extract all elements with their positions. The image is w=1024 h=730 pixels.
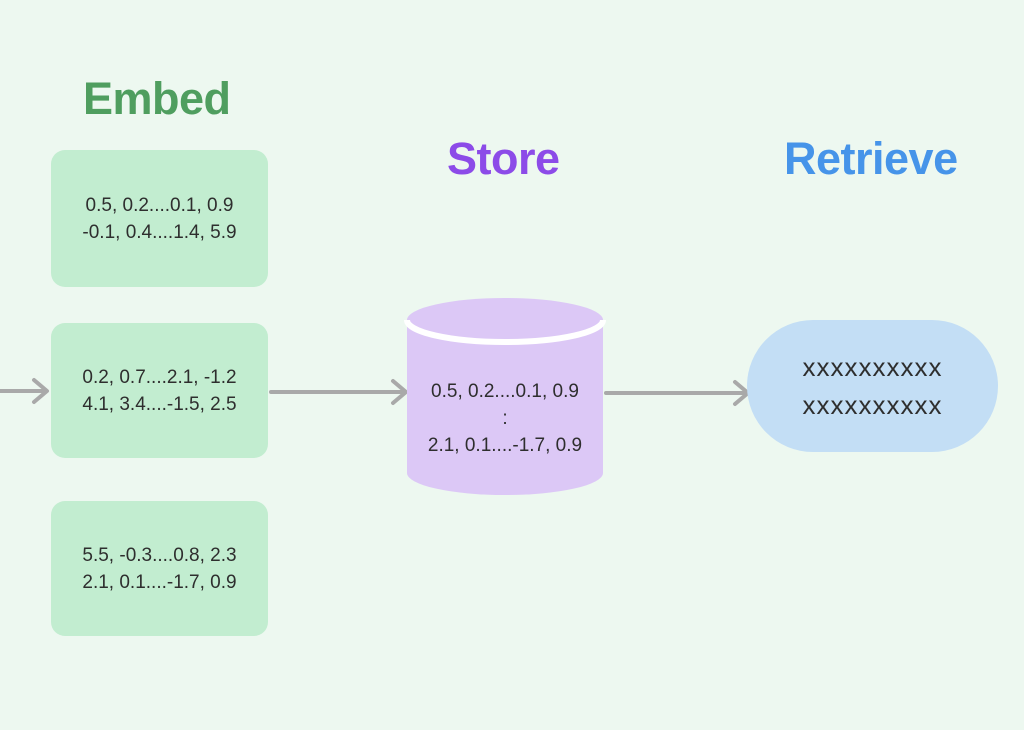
database-contents: 0.5, 0.2....0.1, 0.9 : 2.1, 0.1....-1.7,… — [407, 378, 603, 459]
vector-text-line: 0.5, 0.2....0.1, 0.9 — [431, 381, 579, 402]
ellipsis-line: : — [502, 408, 508, 429]
embed-heading: Embed — [83, 73, 231, 124]
arrow-input-icon — [0, 378, 49, 404]
retrieve-heading: Retrieve — [784, 133, 958, 184]
result-text-line: xxxxxxxxxx — [802, 390, 943, 420]
store-heading: Store — [447, 133, 560, 184]
vector-text-line: 5.5, -0.3....0.8, 2.3 — [82, 544, 237, 566]
vector-text-line: 0.5, 0.2....0.1, 0.9 — [85, 194, 234, 216]
embedding-box-2: 0.2, 0.7....2.1, -1.2 4.1, 3.4....-1.5, … — [51, 323, 268, 458]
arrow-embed-to-store-icon — [269, 379, 408, 405]
vector-text-line: 4.1, 3.4....-1.5, 2.5 — [82, 393, 237, 415]
arrow-store-to-retrieve-icon — [604, 380, 750, 406]
retrieve-result-box: xxxxxxxxxx xxxxxxxxxx — [747, 320, 998, 452]
vector-text-line: 2.1, 0.1....-1.7, 0.9 — [427, 435, 583, 456]
embedding-box-1: 0.5, 0.2....0.1, 0.9 -0.1, 0.4....1.4, 5… — [51, 150, 268, 287]
embedding-box-3: 5.5, -0.3....0.8, 2.3 2.1, 0.1....-1.7, … — [51, 501, 268, 636]
database-cylinder-icon — [404, 298, 606, 495]
vector-text-line: -0.1, 0.4....1.4, 5.9 — [82, 221, 237, 243]
vector-text-line: 2.1, 0.1....-1.7, 0.9 — [82, 571, 237, 593]
vector-text-line: 0.2, 0.7....2.1, -1.2 — [82, 366, 237, 388]
result-text-line: xxxxxxxxxx — [802, 352, 943, 382]
